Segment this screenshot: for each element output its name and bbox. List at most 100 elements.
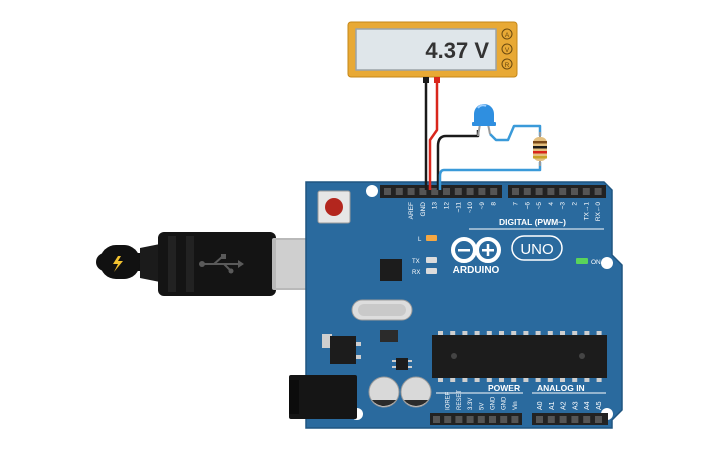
power-pin-label: GND xyxy=(502,396,508,410)
pin-socket[interactable] xyxy=(512,188,519,195)
chip-pin xyxy=(547,378,553,382)
pin-socket[interactable] xyxy=(443,188,450,195)
pin-socket[interactable] xyxy=(535,188,543,195)
analog-pin-label: A1 xyxy=(549,401,556,410)
pin-socket[interactable] xyxy=(466,188,474,195)
pin-socket[interactable] xyxy=(407,188,415,195)
pin-socket[interactable] xyxy=(500,416,508,423)
pin-socket[interactable] xyxy=(571,416,579,423)
power-pin-label: IOREF xyxy=(446,391,452,410)
mode-a-button[interactable]: A xyxy=(505,32,510,39)
dc-power-jack[interactable] xyxy=(289,375,357,419)
chip-pin xyxy=(523,378,529,382)
digital-pin-label: GND xyxy=(420,202,427,217)
chip-pin xyxy=(596,378,602,382)
digital-pin-label: TX→1 xyxy=(583,202,590,221)
pin-socket[interactable] xyxy=(559,416,567,423)
power-header-title: POWER xyxy=(488,383,520,393)
atmega-microcontroller xyxy=(432,331,607,382)
multimeter[interactable]: 4.37 V A V R xyxy=(347,21,518,83)
digital-pin-label: 7 xyxy=(513,202,520,206)
pin-socket[interactable] xyxy=(395,188,403,195)
blue-led[interactable] xyxy=(472,104,496,137)
capacitors xyxy=(368,376,432,408)
pin-socket[interactable] xyxy=(431,188,439,195)
crystal-oscillator xyxy=(351,299,413,321)
chip-pin xyxy=(535,331,541,335)
pin-socket[interactable] xyxy=(594,188,602,195)
pin-socket[interactable] xyxy=(490,188,498,195)
pin-socket[interactable] xyxy=(595,416,602,423)
usb-symbol-icon xyxy=(199,254,244,274)
model-label: UNO xyxy=(520,241,553,258)
digital-pin-label: ~3 xyxy=(560,202,567,210)
led-l xyxy=(426,235,437,241)
on-label: ON xyxy=(591,259,601,266)
pin-socket[interactable] xyxy=(384,188,391,195)
brand-label: ARDUINO xyxy=(453,265,500,276)
digital-pin-label: 12 xyxy=(444,202,451,210)
chip-pin xyxy=(523,331,529,335)
power-pin-label: Vin xyxy=(513,401,519,410)
resistor[interactable] xyxy=(533,132,547,166)
mode-buttons[interactable]: A V R xyxy=(501,28,513,70)
chip-pin xyxy=(462,378,468,382)
chip-pin xyxy=(486,331,492,335)
chip-pin xyxy=(438,331,443,335)
chip-pin xyxy=(560,331,565,335)
wire-blue-led-resistor xyxy=(489,124,542,142)
led-rx xyxy=(426,268,437,274)
pin-socket[interactable] xyxy=(419,188,427,195)
pin-socket[interactable] xyxy=(455,416,463,423)
wire-red-probe xyxy=(428,77,439,190)
analog-pin-label: A0 xyxy=(537,401,544,410)
pin-socket[interactable] xyxy=(511,416,519,423)
chip-pin xyxy=(596,331,602,335)
pin-socket[interactable] xyxy=(559,188,567,195)
pin-socket[interactable] xyxy=(583,416,591,423)
pin-socket[interactable] xyxy=(547,188,555,195)
probe-terminal-red[interactable] xyxy=(434,77,440,83)
analog-pin-label: A4 xyxy=(584,401,591,410)
bottom-pin-sockets[interactable] xyxy=(433,416,602,423)
mode-v-button[interactable]: V xyxy=(505,47,510,54)
small-ic xyxy=(380,330,412,370)
pin-socket[interactable] xyxy=(444,416,452,423)
usb-interface-chip xyxy=(380,259,402,281)
analog-pin-label: A2 xyxy=(561,401,568,410)
chip-pin xyxy=(560,378,565,382)
wire-black-led xyxy=(436,130,480,190)
digital-pin-label: 13 xyxy=(432,202,439,210)
digital-pin-label: 4 xyxy=(548,202,555,206)
digital-pin-label: RX←0 xyxy=(595,202,602,222)
digital-pin-label: ~10 xyxy=(467,202,474,213)
pin-socket[interactable] xyxy=(536,416,543,423)
pin-socket[interactable] xyxy=(433,416,440,423)
digital-pin-label: AREF xyxy=(408,202,415,219)
pin-socket[interactable] xyxy=(478,188,486,195)
chip-pin xyxy=(572,378,578,382)
wires xyxy=(424,77,542,190)
pin-socket[interactable] xyxy=(571,188,578,195)
pin-socket[interactable] xyxy=(547,416,555,423)
voltage-regulator xyxy=(322,334,361,364)
probe-terminal-black[interactable] xyxy=(423,77,429,83)
pin-socket[interactable] xyxy=(582,188,590,195)
digital-pin-label: ~5 xyxy=(536,202,543,210)
pin-socket[interactable] xyxy=(454,188,462,195)
pin-socket[interactable] xyxy=(489,416,496,423)
mode-r-button[interactable]: R xyxy=(505,62,510,69)
infinity-logo-icon xyxy=(451,237,501,263)
chip-pin xyxy=(450,378,456,382)
digital-pin-label: ~9 xyxy=(479,202,486,210)
reset-button[interactable] xyxy=(317,190,351,224)
led-label-tx: TX xyxy=(412,259,420,265)
digital-pin-sockets[interactable] xyxy=(384,188,602,195)
digital-pin-label: 2 xyxy=(572,202,579,206)
multimeter-reading: 4.37 V xyxy=(425,38,489,63)
pin-socket[interactable] xyxy=(477,416,485,423)
pin-socket[interactable] xyxy=(523,188,531,195)
pin-socket[interactable] xyxy=(466,416,474,423)
